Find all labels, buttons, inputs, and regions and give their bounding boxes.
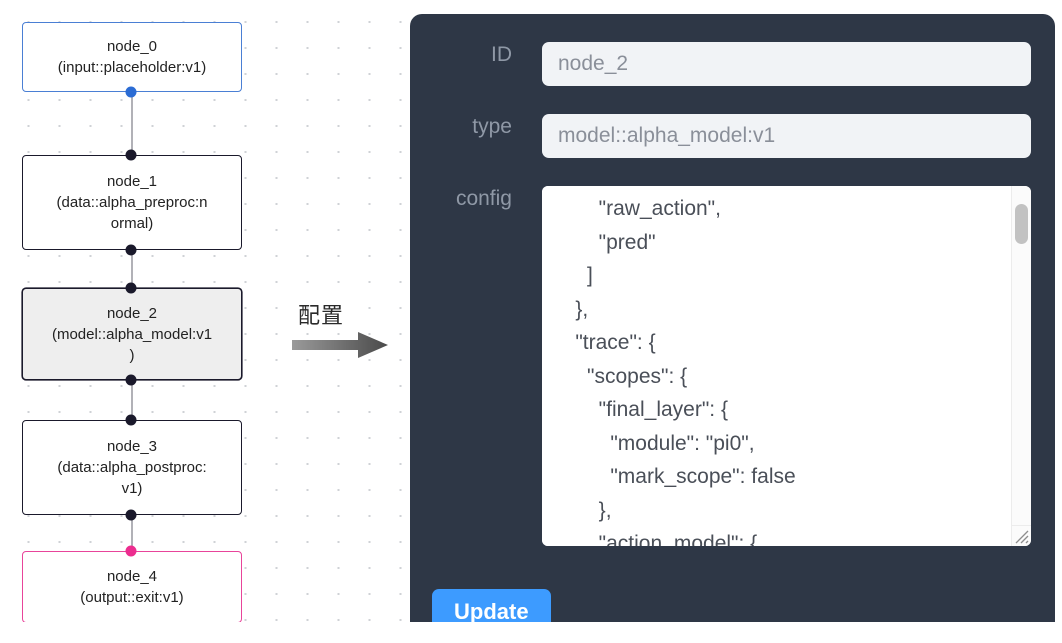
handle-source-node_3[interactable] — [125, 509, 137, 521]
handle-target-node_1[interactable] — [125, 149, 137, 161]
config-textarea-wrapper: "raw_action", "pred" ] }, "trace": { "sc… — [542, 186, 1031, 546]
flow-node-node_3[interactable]: node_3 (data::alpha_postproc: v1) — [22, 420, 242, 515]
handle-target-node_3[interactable] — [125, 414, 137, 426]
flow-node-node_0[interactable]: node_0 (input::placeholder:v1) — [22, 22, 242, 92]
arrow-caption: 配置 — [298, 304, 345, 329]
node-config-panel: ID type config "raw_action", "pred" ] },… — [410, 14, 1055, 622]
field-row-type: type — [410, 114, 1031, 158]
type-input[interactable] — [542, 114, 1031, 158]
field-row-config: config "raw_action", "pred" ] }, "trace"… — [410, 186, 1031, 546]
config-scrollbar-thumb[interactable] — [1015, 204, 1028, 244]
edge-node1-node2 — [131, 250, 133, 288]
handle-source-node_0[interactable] — [125, 86, 137, 98]
flow-node-label: node_4 (output::exit:v1) — [80, 568, 184, 606]
flow-node-label: node_1 (data::alpha_preproc:n ormal) — [56, 173, 208, 232]
flow-node-node_2[interactable]: node_2 (model::alpha_model:v1 ) — [22, 288, 242, 380]
flow-node-node_4[interactable]: node_4 (output::exit:v1) — [22, 551, 242, 623]
handle-target-node_4[interactable] — [125, 545, 137, 557]
id-field-label: ID — [491, 43, 512, 66]
flow-graph: node_0 (input::placeholder:v1) node_1 (d… — [0, 0, 280, 643]
handle-source-node_1[interactable] — [125, 244, 137, 256]
update-button[interactable]: Update — [432, 589, 551, 622]
flow-node-label: node_3 (data::alpha_postproc: v1) — [57, 438, 207, 497]
edge-node2-node3 — [131, 380, 133, 420]
flow-node-node_1[interactable]: node_1 (data::alpha_preproc:n ormal) — [22, 155, 242, 250]
id-input[interactable] — [542, 42, 1031, 86]
flow-node-label: node_2 (model::alpha_model:v1 ) — [51, 304, 213, 364]
type-field-label: type — [472, 115, 512, 138]
handle-source-node_2[interactable] — [125, 374, 137, 386]
transition-arrow-group: 配置 — [282, 298, 402, 360]
flow-node-label: node_0 (input::placeholder:v1) — [57, 38, 207, 76]
edge-node0-node1 — [131, 92, 133, 155]
config-field-label: config — [455, 187, 512, 210]
page-bottom-strip — [0, 622, 1062, 643]
config-scrollbar[interactable] — [1011, 186, 1031, 526]
edge-node3-node4 — [131, 515, 133, 551]
field-row-id: ID — [410, 42, 1031, 86]
config-textarea[interactable]: "raw_action", "pred" ] }, "trace": { "sc… — [542, 186, 1012, 546]
config-resize-handle[interactable] — [1011, 525, 1031, 546]
handle-target-node_2[interactable] — [125, 282, 137, 294]
right-arrow-icon — [292, 332, 388, 358]
